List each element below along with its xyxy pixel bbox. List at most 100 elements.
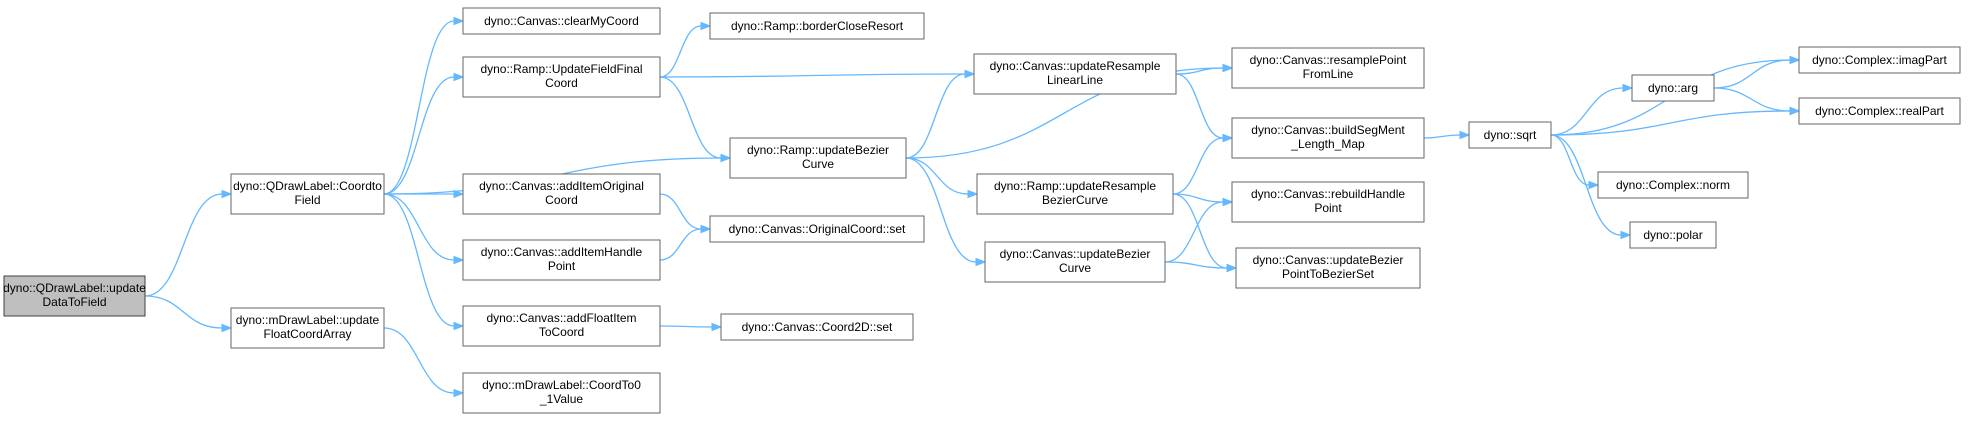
svg-text:dyno::Complex::imagPart: dyno::Complex::imagPart — [1812, 53, 1947, 67]
svg-text:dyno::Complex::norm: dyno::Complex::norm — [1616, 178, 1730, 192]
edge-sqrt-to-polar — [1550, 134, 1632, 240]
edge-arrowhead — [1226, 263, 1238, 273]
node-complex-norm[interactable]: dyno::Complex::norm — [1597, 171, 1749, 199]
edge-rampupdateresample-to-updatebezierpoint — [1172, 193, 1238, 273]
svg-text:dyno::Canvas::OriginalCoord::s: dyno::Canvas::OriginalCoord::set — [729, 222, 906, 236]
svg-text:dyno::mDrawLabel::CoordTo0_1Va: dyno::mDrawLabel::CoordTo0_1Value — [482, 378, 641, 406]
edges-layer — [144, 16, 1801, 398]
node-original-coord-set[interactable]: dyno::Canvas::OriginalCoord::set — [709, 215, 925, 243]
edge-updatefieldfinal-to-bordercloseresort — [659, 21, 712, 78]
node-sqrt[interactable]: dyno::sqrt — [1468, 121, 1552, 149]
node-coord-to-0-1-value[interactable]: dyno::mDrawLabel::CoordTo0_1Value — [462, 372, 661, 414]
edge-line — [1172, 193, 1228, 269]
svg-text:dyno::polar: dyno::polar — [1643, 228, 1702, 242]
edge-arrowhead — [1222, 63, 1234, 73]
node-complex-imag-part[interactable]: dyno::Complex::imagPart — [1798, 46, 1961, 74]
node-build-segment-length-map[interactable]: dyno::Canvas::buildSegMent_Length_Map — [1231, 117, 1425, 159]
node-complex-real-part[interactable]: dyno::Complex::realPart — [1798, 97, 1961, 125]
svg-text:dyno::Canvas::Coord2D::set: dyno::Canvas::Coord2D::set — [742, 320, 893, 334]
edge-updateresamplelinear-to-buildsegment — [1175, 73, 1234, 143]
node-clear-my-coord[interactable]: dyno::Canvas::clearMyCoord — [462, 7, 661, 35]
edge-line — [905, 157, 977, 263]
svg-text:dyno::Complex::realPart: dyno::Complex::realPart — [1815, 104, 1944, 118]
edge-line — [1175, 67, 1224, 75]
edge-line — [383, 20, 455, 195]
node-border-close-resort[interactable]: dyno::Ramp::borderCloseResort — [709, 12, 925, 40]
edge-line — [659, 76, 722, 159]
edge-arrowhead — [221, 323, 233, 333]
edge-arrowhead — [1620, 230, 1632, 240]
edge-updatefloatcoord-to-coordto01 — [383, 327, 465, 398]
node-coord2d-set[interactable]: dyno::Canvas::Coord2D::set — [720, 313, 914, 341]
edge-line — [659, 25, 702, 78]
edge-arg-to-imagpart — [1713, 55, 1801, 89]
edge-line — [1550, 134, 1622, 236]
edge-updateresamplelinear-to-resamplepoint — [1175, 63, 1234, 75]
edge-line — [144, 295, 223, 329]
edge-canvasupdatebezier-to-rebuildhandle — [1164, 197, 1234, 263]
edge-canvasupdatebezier-to-updatebezierpoint — [1164, 261, 1238, 273]
edge-rampupdateresample-to-buildsegment — [1172, 133, 1234, 195]
edge-line — [659, 228, 702, 261]
edge-line — [659, 73, 966, 78]
edge-sqrt-to-realpart — [1550, 106, 1801, 136]
edge-line — [1164, 261, 1228, 269]
edge-arrowhead — [711, 322, 723, 332]
edge-coordtofield-to-updatefieldfinal — [383, 72, 465, 195]
svg-text:dyno::Canvas::clearMyCoord: dyno::Canvas::clearMyCoord — [484, 14, 639, 28]
svg-text:dyno::sqrt: dyno::sqrt — [1484, 128, 1537, 142]
edge-rampupdatebezier-to-rampupdateresample — [905, 157, 979, 199]
edge-arrowhead — [964, 69, 976, 79]
edge-arrowhead — [1222, 133, 1234, 143]
edge-line — [1172, 137, 1224, 195]
edge-coordtofield-to-clearmycoord — [383, 16, 465, 195]
edge-arrowhead — [453, 321, 465, 331]
edge-line — [1172, 193, 1224, 203]
edge-line — [659, 325, 713, 328]
edge-arrowhead — [975, 257, 987, 267]
node-polar[interactable]: dyno::polar — [1629, 221, 1717, 249]
edge-arrowhead — [453, 72, 465, 82]
edge-arrowhead — [700, 21, 712, 31]
edge-additemhandle-to-originalcoordset — [659, 224, 712, 261]
edge-arrowhead — [453, 388, 465, 398]
edge-coordtofield-to-addfloatitem — [383, 193, 465, 331]
edge-arrowhead — [1459, 130, 1471, 140]
edge-arrowhead — [453, 16, 465, 26]
edge-line — [1550, 110, 1791, 136]
edge-line — [1550, 87, 1624, 136]
edge-line — [1713, 87, 1791, 112]
edge-line — [383, 76, 455, 195]
edge-addfloatitem-to-coord2dset — [659, 322, 723, 332]
edge-coordtofield-to-additemhandle — [383, 193, 465, 265]
edge-rampupdatebezier-to-updateresamplelinear — [905, 69, 976, 159]
edge-line — [905, 73, 966, 159]
node-arg[interactable]: dyno::arg — [1631, 74, 1715, 102]
edge-updatefieldfinal-to-rampupdatebezier — [659, 76, 732, 163]
